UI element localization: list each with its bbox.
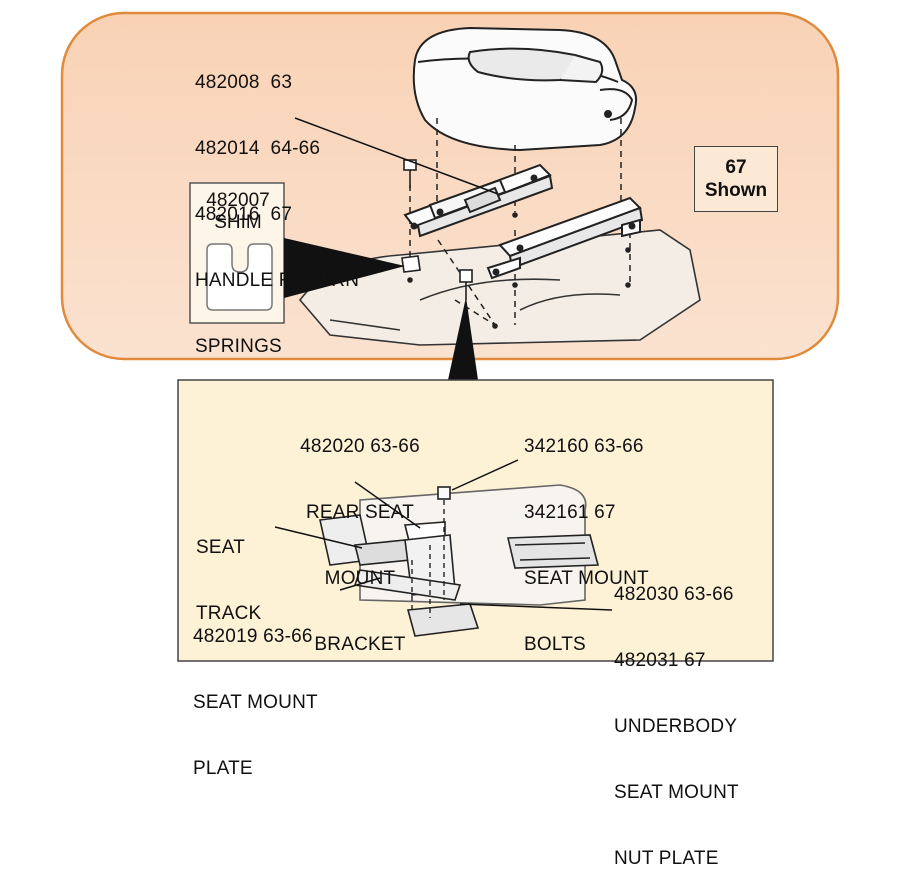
bolts-label-line-4: BOLTS — [524, 634, 586, 655]
nut-plate-label-line-2: 482031 67 — [614, 650, 706, 671]
shim-pointer — [284, 238, 405, 298]
seat-track-label: SEAT TRACK — [196, 493, 261, 647]
spring-label-line-4: HANDLE RETURN — [195, 270, 360, 291]
seat-mount-plate-label: 482019 63-66 SEAT MOUNT PLATE — [193, 582, 318, 802]
track-label-line-1: SEAT — [196, 537, 246, 558]
bolts-label-line-3: SEAT MOUNT — [524, 568, 649, 589]
seat-cushion — [412, 26, 638, 152]
bracket-label-line-3: MOUNT — [324, 568, 396, 589]
spring-label-line-3: 482016 67 — [195, 204, 293, 225]
handle-return-springs-label: 482008 63 482014 64-66 482016 67 HANDLE … — [195, 28, 359, 380]
bracket-label-line-4: BRACKET — [314, 634, 406, 655]
plate-label-line-1: 482019 63-66 — [193, 626, 313, 647]
detail-pointer — [448, 297, 478, 380]
bracket-label-line-1: 482020 63-66 — [300, 436, 420, 457]
nut-plate-label-line-1: 482030 63-66 — [614, 584, 734, 605]
spring-label-line-1: 482008 63 — [195, 72, 293, 93]
bolts-top — [401, 159, 631, 329]
bolts-label-line-1: 342160 63-66 — [524, 436, 644, 457]
underbody-nut-plate-label: 482030 63-66 482031 67 UNDERBODY SEAT MO… — [614, 540, 739, 892]
plate-label-line-3: PLATE — [193, 758, 253, 779]
nut-plate-label-line-5: NUT PLATE — [614, 848, 719, 869]
nut-plate-label-line-3: UNDERBODY — [614, 716, 738, 737]
track-label-line-2: TRACK — [196, 603, 262, 624]
guide-lines-bottom — [411, 500, 445, 618]
bolts-label-line-2: 342161 67 — [524, 502, 616, 523]
seat-mount-detail — [319, 484, 600, 637]
shown-badge: 67 Shown — [694, 146, 778, 212]
rear-seat-mount-bracket-label: 482020 63-66 REAR SEAT MOUNT BRACKET — [290, 392, 430, 678]
shim-label: 482007 SHIM — [196, 190, 280, 234]
nut-plate-label-line-4: SEAT MOUNT — [614, 782, 739, 803]
leader-lines-bottom — [274, 459, 613, 611]
parts-diagram — [60, 11, 840, 662]
spring-leader-line — [294, 117, 499, 195]
shim-part-number: 482007 — [206, 190, 270, 211]
shim-shape — [206, 243, 273, 311]
plate-label-line-2: SEAT MOUNT — [193, 692, 318, 713]
shim-name: SHIM — [214, 212, 262, 233]
badge-text: Shown — [704, 180, 768, 201]
bracket-label-line-2: REAR SEAT — [305, 502, 415, 523]
spring-label-line-2: 482014 64-66 — [195, 138, 321, 159]
seat-mount-bolts-label: 342160 63-66 342161 67 SEAT MOUNT BOLTS — [524, 392, 649, 678]
spring-label-line-5: SPRINGS — [195, 336, 282, 357]
badge-year: 67 — [725, 157, 747, 178]
